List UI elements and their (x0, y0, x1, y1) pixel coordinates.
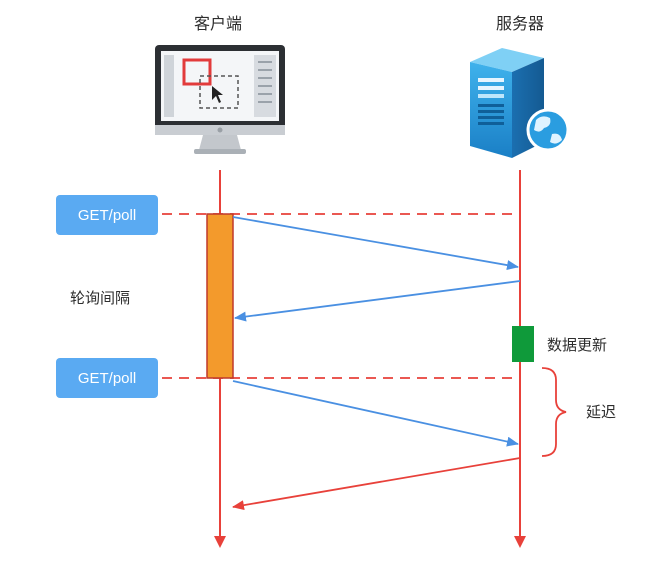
polling-interval-label: 轮询间隔 (70, 289, 131, 307)
response-1-arrow (234, 280, 521, 322)
request-1-arrow (232, 216, 519, 271)
request-2-arrow (232, 380, 519, 447)
polling-interval-bar (206, 213, 234, 379)
computer-icon (155, 45, 285, 154)
data-update-label: 数据更新 (547, 336, 608, 354)
data-update-box (512, 326, 534, 362)
delay-label: 延迟 (586, 403, 617, 421)
client-label: 客户端 (193, 14, 242, 33)
client-lifeline-arrowhead (214, 536, 226, 548)
response-2-arrow (232, 457, 521, 511)
server-icon (470, 48, 570, 158)
server-lifeline-arrowhead (514, 536, 526, 548)
server-label: 服务器 (495, 14, 544, 33)
get-poll-pill-2: GET/poll (56, 358, 158, 398)
delay-brace (541, 367, 567, 457)
get-poll-pill-1: GET/poll (56, 195, 158, 235)
